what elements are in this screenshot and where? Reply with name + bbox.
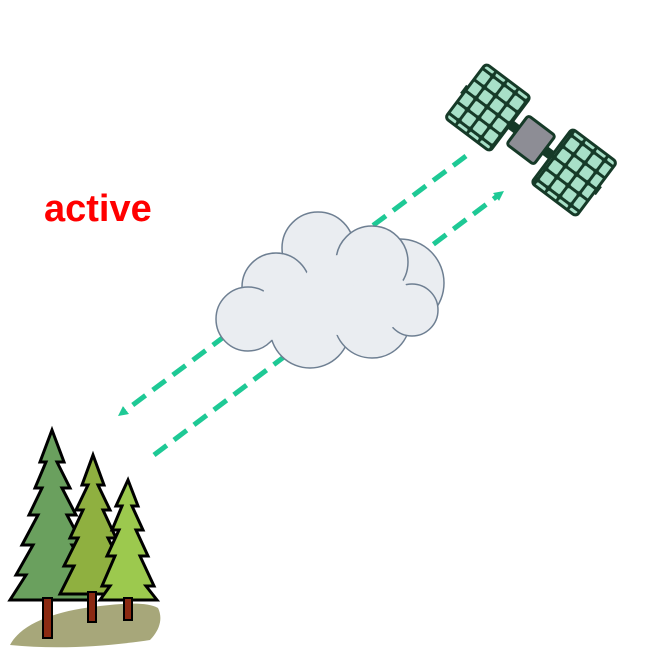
cloud-icon (215, 211, 445, 369)
tree-right (97, 476, 161, 621)
satellite-body (506, 115, 556, 165)
mode-label: active (44, 188, 152, 230)
ground-patch (10, 603, 161, 648)
tree-middle (57, 450, 129, 623)
solar-panel-right (531, 128, 617, 217)
upward-beam (152, 190, 504, 457)
solar-panel-left (445, 63, 531, 152)
forest-icon (7, 425, 161, 648)
satellite-icon (445, 63, 617, 217)
